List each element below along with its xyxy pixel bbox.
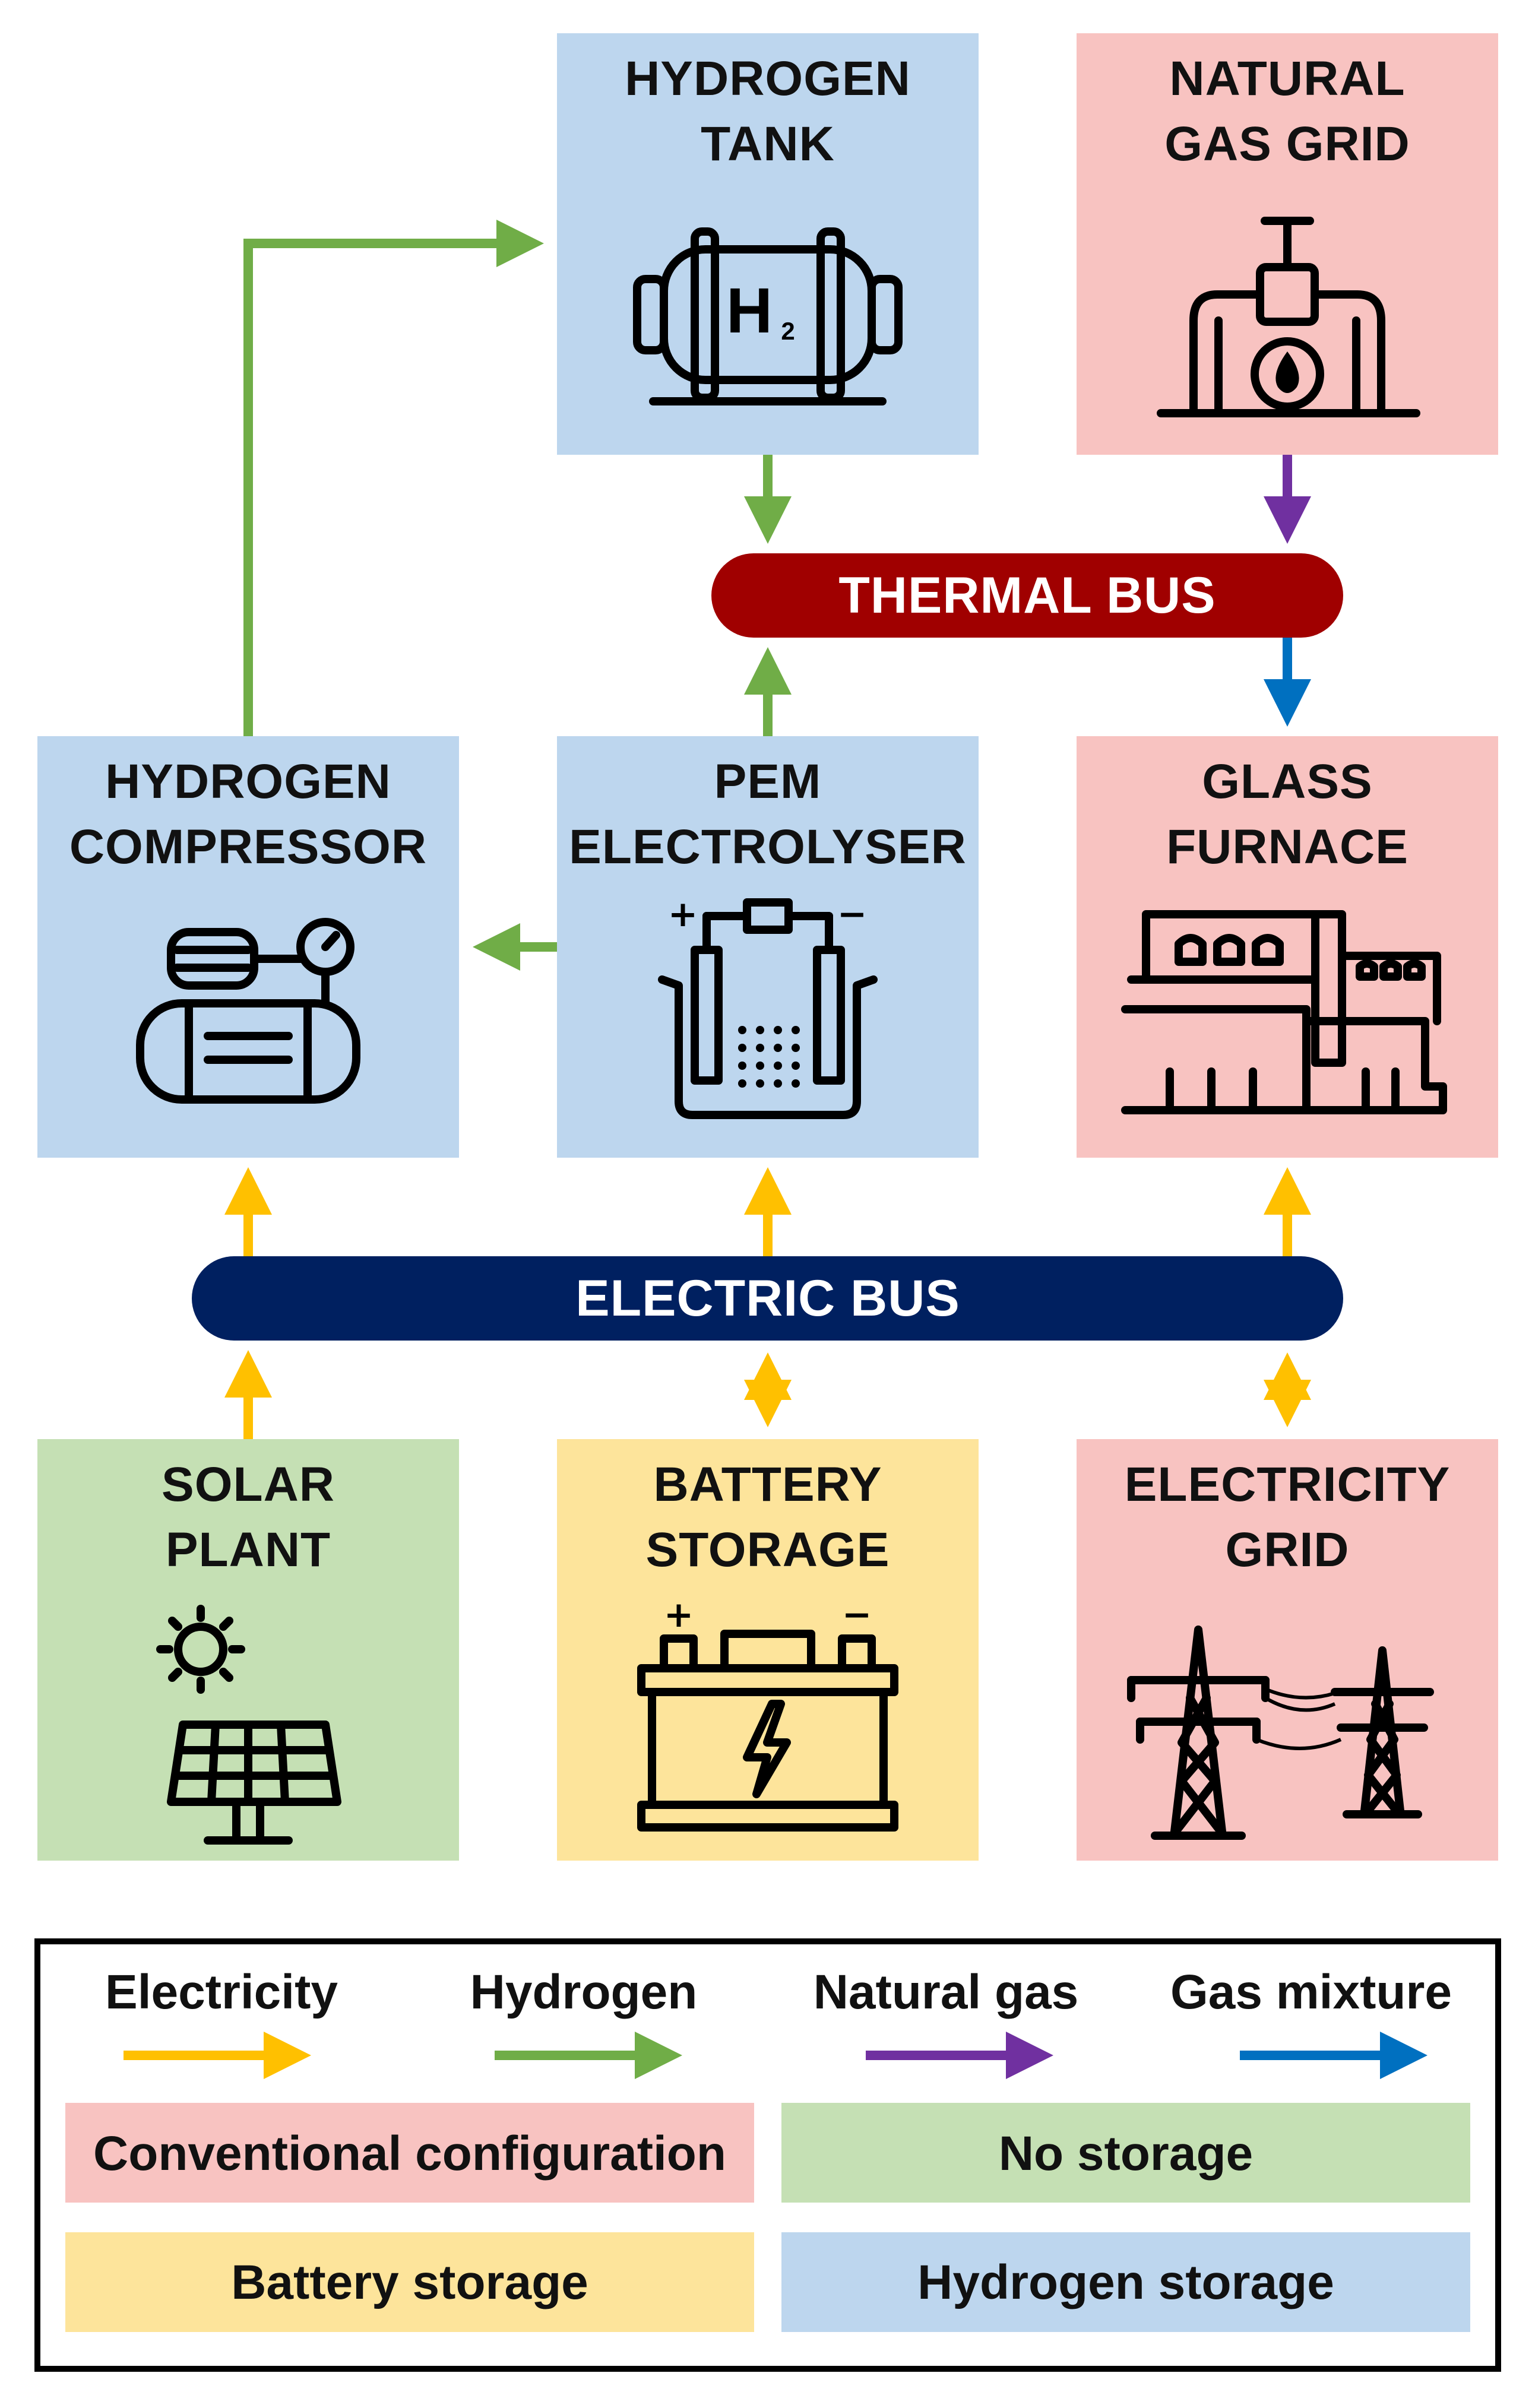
sun-icon <box>156 1605 245 1694</box>
electric-bus-label: ELECTRIC BUS <box>575 1270 960 1327</box>
legend-gas-mixture-label: Gas mixture <box>1170 1965 1452 2019</box>
electric-bus-bar <box>192 1256 1343 1341</box>
pem-electrolyser-title-line2: ELECTROLYSER <box>569 820 967 874</box>
legend-hydrogen-storage-swatch <box>781 2232 1470 2332</box>
battery-icon: + − <box>637 1594 898 1832</box>
pem-electrolyser-box-bg <box>557 736 979 1158</box>
h2-symbol: H <box>726 274 773 346</box>
hydrogen-compressor-box: HYDROGEN COMPRESSOR <box>37 736 459 1158</box>
electricity-grid-title-line1: ELECTRICITY <box>1125 1458 1451 1512</box>
legend-battery-storage-swatch <box>65 2232 754 2332</box>
compressor-icon <box>136 918 360 1104</box>
natural-gas-grid-title-line2: GAS GRID <box>1164 117 1410 171</box>
legend-conventional-label: Conventional configuration <box>93 2127 726 2181</box>
solar-plant-title-line1: SOLAR <box>162 1458 335 1512</box>
natural-gas-grid-box: NATURAL GAS GRID <box>1077 33 1498 455</box>
legend-no-storage-swatch <box>781 2103 1470 2203</box>
hydrogen-tank-box: HYDROGEN TANK H 2 <box>557 33 979 455</box>
legend-no-storage-label: No storage <box>999 2127 1253 2181</box>
battery-storage-box-bg <box>557 1439 979 1861</box>
pem-electrolyser-title-line1: PEM <box>714 755 822 809</box>
arrow-compressor-to-tank <box>243 220 544 736</box>
battery-plus-sign: + <box>664 1594 694 1636</box>
battery-minus-sign: − <box>842 1594 872 1636</box>
hydrogen-tank-title-line1: HYDROGEN <box>625 52 911 106</box>
hydrogen-compressor-title-line2: COMPRESSOR <box>69 820 427 874</box>
electrolyser-plus-sign: + <box>668 894 698 935</box>
legend: Electricity Hydrogen Natural gas Gas mix… <box>34 1938 1501 2372</box>
hydrogen-compressor-title-line1: HYDROGEN <box>105 755 391 809</box>
electrolyser-icon: + − <box>658 894 878 1119</box>
factory-icon <box>1121 910 1447 1114</box>
thermal-bus-bar <box>711 553 1343 638</box>
electricity-grid-box-bg <box>1077 1439 1498 1861</box>
hydrogen-tank-box-bg <box>557 33 979 455</box>
legend-hydrogen-label: Hydrogen <box>470 1965 698 2019</box>
hydrogen-tank-title-line2: TANK <box>701 117 835 171</box>
glass-furnace-title-line1: GLASS <box>1202 755 1372 809</box>
electricity-grid-title-line2: GRID <box>1226 1523 1350 1577</box>
natural-gas-grid-title-line1: NATURAL <box>1169 52 1405 106</box>
battery-storage-box: BATTERY STORAGE + − <box>557 1439 979 1861</box>
solar-panel-icon <box>156 1605 341 1845</box>
legend-conventional-swatch <box>65 2103 754 2203</box>
legend-natural-gas-label: Natural gas <box>814 1965 1079 2019</box>
glass-furnace-title-line2: FURNACE <box>1166 820 1408 874</box>
thermal-bus: THERMAL BUS <box>711 553 1343 638</box>
thermal-bus-label: THERMAL BUS <box>838 567 1216 624</box>
gas-pipeline-valve-icon <box>1157 217 1420 417</box>
glass-furnace-box: GLASS FURNACE <box>1077 736 1498 1158</box>
pem-electrolyser-box: PEM ELECTROLYSER + − <box>557 736 979 1158</box>
electric-bus: ELECTRIC BUS <box>192 1256 1343 1341</box>
legend-hydrogen-storage-label: Hydrogen storage <box>917 2255 1334 2309</box>
hydrogen-tank-icon: H 2 <box>633 227 903 405</box>
electrolyser-minus-sign: − <box>837 894 867 935</box>
solar-plant-box: SOLAR PLANT <box>37 1439 459 1861</box>
battery-storage-title-line1: BATTERY <box>653 1458 882 1512</box>
legend-battery-storage-label: Battery storage <box>231 2255 588 2309</box>
solar-plant-title-line2: PLANT <box>166 1523 331 1577</box>
electricity-grid-box: ELECTRICITY GRID <box>1077 1439 1498 1861</box>
legend-electricity-label: Electricity <box>105 1965 338 2019</box>
h2-subscript: 2 <box>781 317 795 345</box>
battery-storage-title-line2: STORAGE <box>646 1523 890 1577</box>
transmission-tower-icon <box>1127 1626 1434 1840</box>
